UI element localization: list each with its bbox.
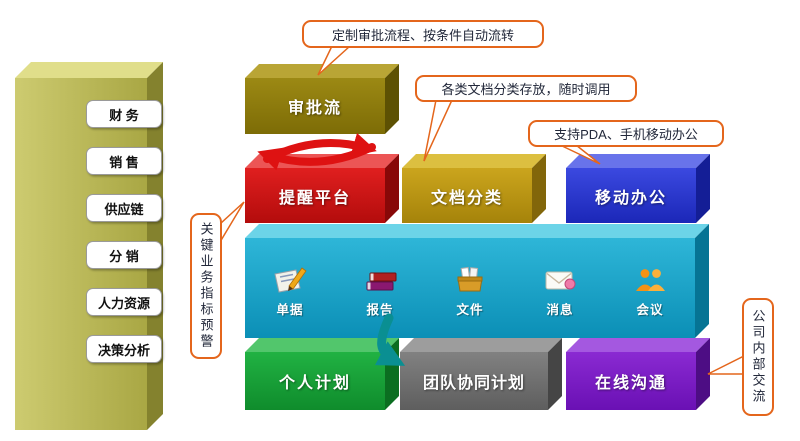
- module-pill-finance: 财 务: [86, 100, 162, 128]
- module-pill-sales: 销 售: [86, 147, 162, 175]
- tray-item-reports: 报告: [335, 265, 425, 318]
- tray-bar: 单据 报告 文件: [245, 238, 695, 338]
- block-team-plan-label: 团队协同计划: [422, 375, 525, 392]
- block-reminder-platform-label: 提醒平台: [278, 189, 351, 207]
- block-doc-classification-label: 文档分类: [430, 189, 503, 207]
- people-icon: [636, 268, 665, 291]
- block-approval-flow-label: 审批流: [287, 100, 342, 117]
- tray-item-label: 报告: [366, 302, 394, 317]
- docs-callout-tail: [423, 99, 454, 162]
- tray-item-label: 文件: [456, 302, 484, 317]
- mobile-callout: 支持PDA、手机移动办公: [528, 120, 724, 147]
- memo-pencil-icon: [274, 266, 307, 293]
- file-box-icon: [457, 266, 483, 291]
- tray-item-receipts: 单据: [245, 265, 335, 318]
- block-doc-classification: 文档分类: [402, 168, 532, 223]
- internal-callout: 公司内部交流: [742, 298, 774, 416]
- block-personal-plan: 个人计划: [245, 352, 385, 410]
- docs-callout: 各类文档分类存放，随时调用: [415, 75, 637, 102]
- tray-item-meetings: 会议: [605, 265, 695, 318]
- module-pill-distribution: 分 销: [86, 241, 162, 269]
- tray-item-label: 会议: [636, 302, 664, 317]
- approval-callout: 定制审批流程、按条件自动流转: [302, 20, 544, 48]
- block-online-chat: 在线沟通: [566, 352, 696, 410]
- tray-item-label: 单据: [276, 302, 304, 317]
- tray-item-files: 文件: [425, 265, 515, 318]
- block-reminder-platform: 提醒平台: [245, 168, 385, 223]
- kpi-callout: 关键业务指标预警: [190, 213, 222, 359]
- block-approval-flow: 审批流: [245, 78, 385, 134]
- books-icon: [366, 272, 397, 290]
- block-online-chat-label: 在线沟通: [594, 375, 667, 392]
- block-mobile-office-label: 移动办公: [594, 189, 667, 207]
- internal-callout-tail: [707, 354, 745, 375]
- block-team-plan: 团队协同计划: [400, 352, 548, 410]
- module-pill-hr: 人力资源: [86, 288, 162, 316]
- kpi-callout-tail: [219, 201, 245, 245]
- module-pill-supplychain: 供应链: [86, 194, 162, 222]
- block-personal-plan-label: 个人计划: [278, 375, 351, 392]
- tray-item-label: 消息: [546, 302, 574, 317]
- tray-item-messages: 消息: [515, 265, 605, 318]
- tray-items: 单据 报告 文件: [245, 238, 695, 338]
- block-mobile-office: 移动办公: [566, 168, 696, 223]
- module-pill-decision: 决策分析: [86, 335, 162, 363]
- envelope-icon: [545, 271, 576, 289]
